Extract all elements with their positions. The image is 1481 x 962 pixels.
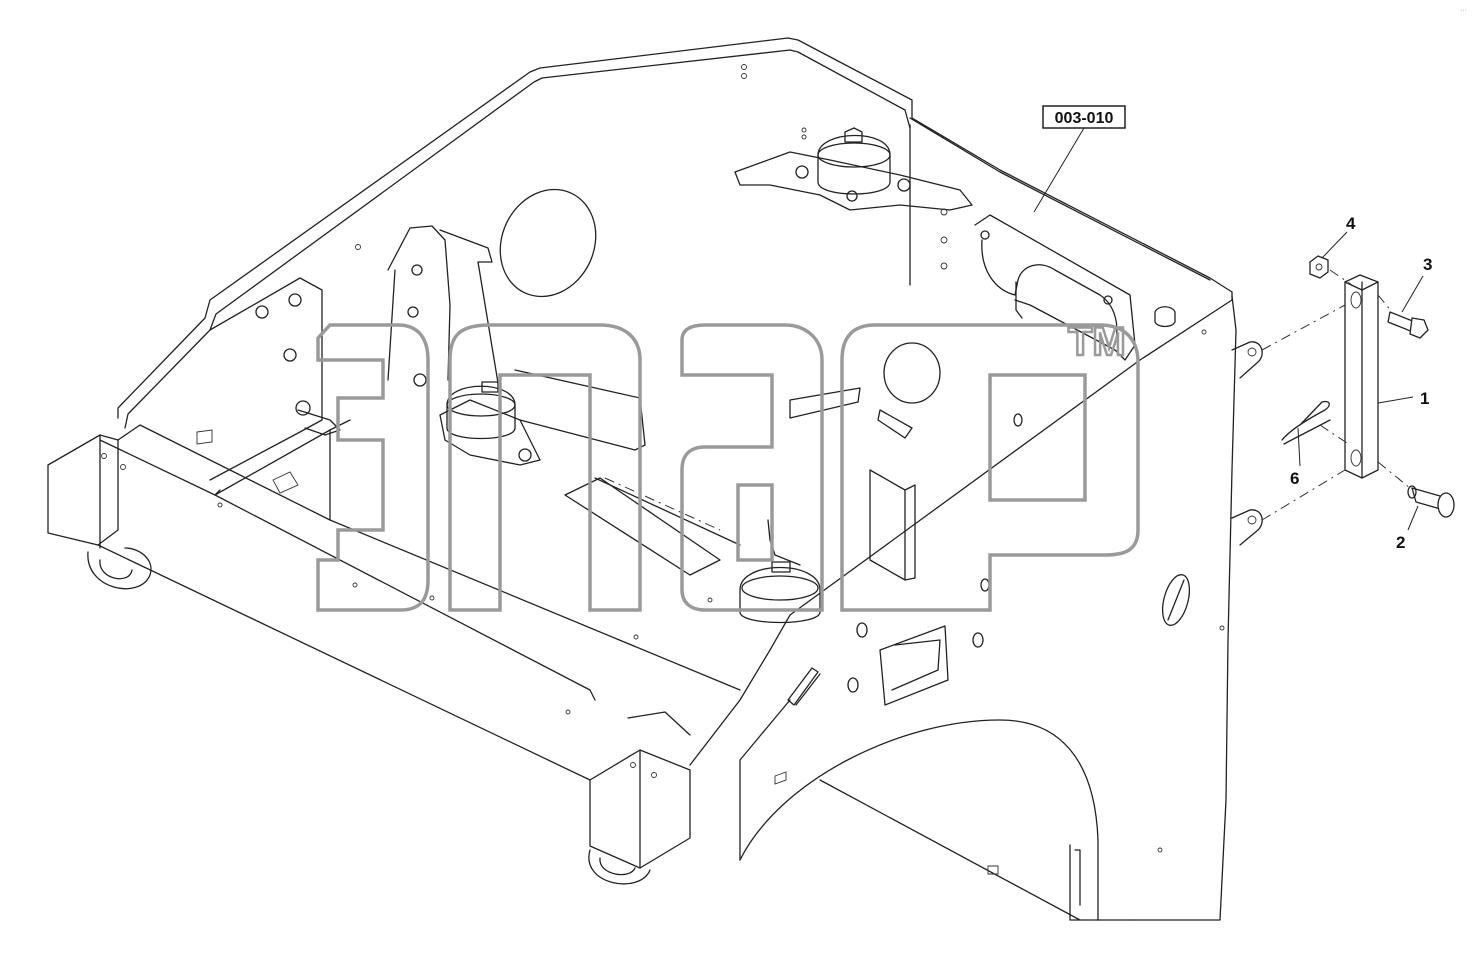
inspection-hole-large bbox=[499, 188, 597, 298]
left-mount-bracket bbox=[209, 277, 341, 481]
right-wall-bracket bbox=[974, 214, 1176, 361]
lower-right-engine-mount bbox=[739, 561, 821, 624]
side-panel-openings bbox=[787, 413, 1191, 706]
pedal-bracket bbox=[387, 225, 501, 396]
reference-label: 003-010 bbox=[1055, 110, 1114, 127]
watermark-logo: TM bbox=[316, 319, 1140, 612]
callout-3-label: 3 bbox=[1423, 255, 1432, 274]
mounting-holes bbox=[101, 64, 1225, 875]
reference-label-group: 003-010 bbox=[1033, 105, 1126, 213]
side-lugs bbox=[1231, 341, 1263, 546]
callout-2: 2 bbox=[1396, 505, 1419, 552]
frame-assembly bbox=[47, 37, 1237, 921]
upper-engine-mount bbox=[734, 127, 973, 211]
callout-6: 6 bbox=[1290, 427, 1301, 488]
callout-4-label: 4 bbox=[1346, 214, 1356, 233]
callout-4: 4 bbox=[1321, 214, 1356, 259]
callout-1-label: 1 bbox=[1420, 389, 1429, 408]
callout-2-label: 2 bbox=[1396, 533, 1405, 552]
bolt-part-3 bbox=[1387, 311, 1429, 339]
assembly-centerlines bbox=[1261, 269, 1411, 521]
watermark-tm: TM bbox=[1068, 320, 1126, 364]
pin-part-2 bbox=[1407, 485, 1455, 518]
callout-3: 3 bbox=[1401, 255, 1432, 313]
nut-part-4 bbox=[1309, 255, 1329, 279]
callout-1: 1 bbox=[1377, 389, 1429, 408]
corner-mark: ··· bbox=[1460, 7, 1467, 14]
link-bar-part-1 bbox=[1344, 274, 1379, 479]
inspection-hole-small bbox=[883, 342, 941, 404]
callout-6-label: 6 bbox=[1290, 469, 1299, 488]
lower-left-engine-mount bbox=[413, 373, 541, 466]
cotter-pin-part-6 bbox=[1281, 400, 1331, 445]
callouts: 1 2 3 4 6 bbox=[1290, 214, 1432, 552]
floor-members bbox=[514, 369, 916, 581]
